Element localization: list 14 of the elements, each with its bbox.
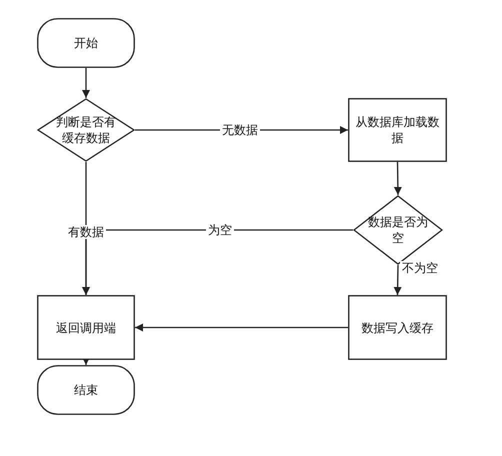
edge-label: 不为空 [400, 261, 440, 275]
edge-label: 有数据 [66, 225, 106, 239]
start-terminal: 开始 [37, 18, 135, 68]
end-terminal: 结束 [37, 365, 135, 415]
edge-label: 无数据 [220, 123, 260, 137]
arrow [135, 324, 348, 332]
arrow [394, 162, 402, 195]
edge-label: 为空 [206, 223, 234, 237]
arrow [82, 68, 90, 98]
process-box: 从数据库加载数据 [348, 98, 447, 162]
process-box: 返回调用端 [37, 295, 135, 360]
process-box: 数据写入缓存 [348, 295, 447, 360]
arrow [394, 264, 402, 296]
decision-diamond: 判断是否有缓存数据 [37, 98, 135, 162]
